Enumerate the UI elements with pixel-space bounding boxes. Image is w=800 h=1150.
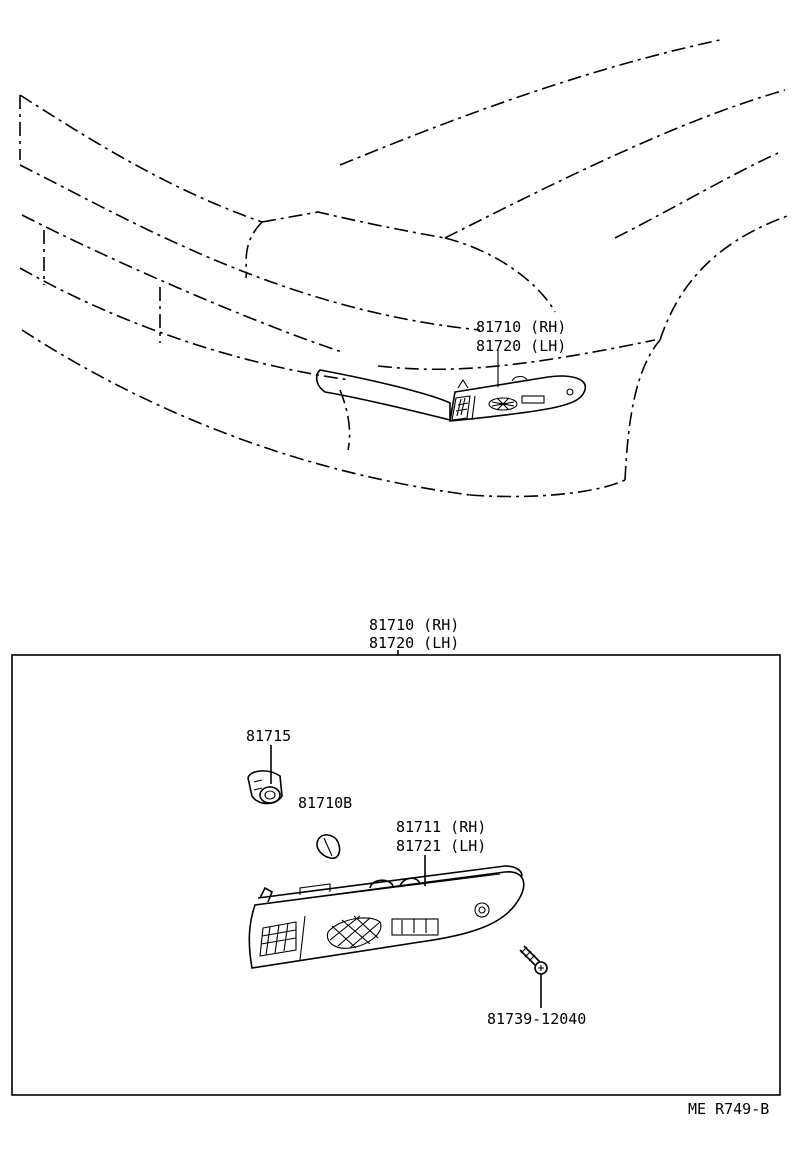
drawing-code: ME R749-B (688, 1100, 769, 1118)
assembly-frame (11, 654, 781, 1096)
lens-part (248, 865, 525, 969)
screw-label: 81739-12040 (487, 1010, 586, 1028)
lens-rh-label: 81711 (RH) (396, 818, 486, 836)
lens-lh-label: 81721 (LH) (396, 837, 486, 855)
assembly-callout-lh: 81720 (LH) (369, 634, 459, 652)
vehicle-outline (19, 39, 791, 498)
screw-part (519, 945, 548, 975)
bulb-label: 81710B (298, 794, 352, 812)
assembly-callout-rh: 81710 (RH) (369, 616, 459, 634)
bulb-part (316, 834, 341, 860)
socket-part (247, 770, 283, 805)
overview-callout-lh: 81720 (LH) (476, 337, 566, 355)
overview-callout-rh: 81710 (RH) (476, 318, 566, 336)
socket-label: 81715 (246, 727, 291, 745)
side-lamp-overview (449, 350, 586, 422)
